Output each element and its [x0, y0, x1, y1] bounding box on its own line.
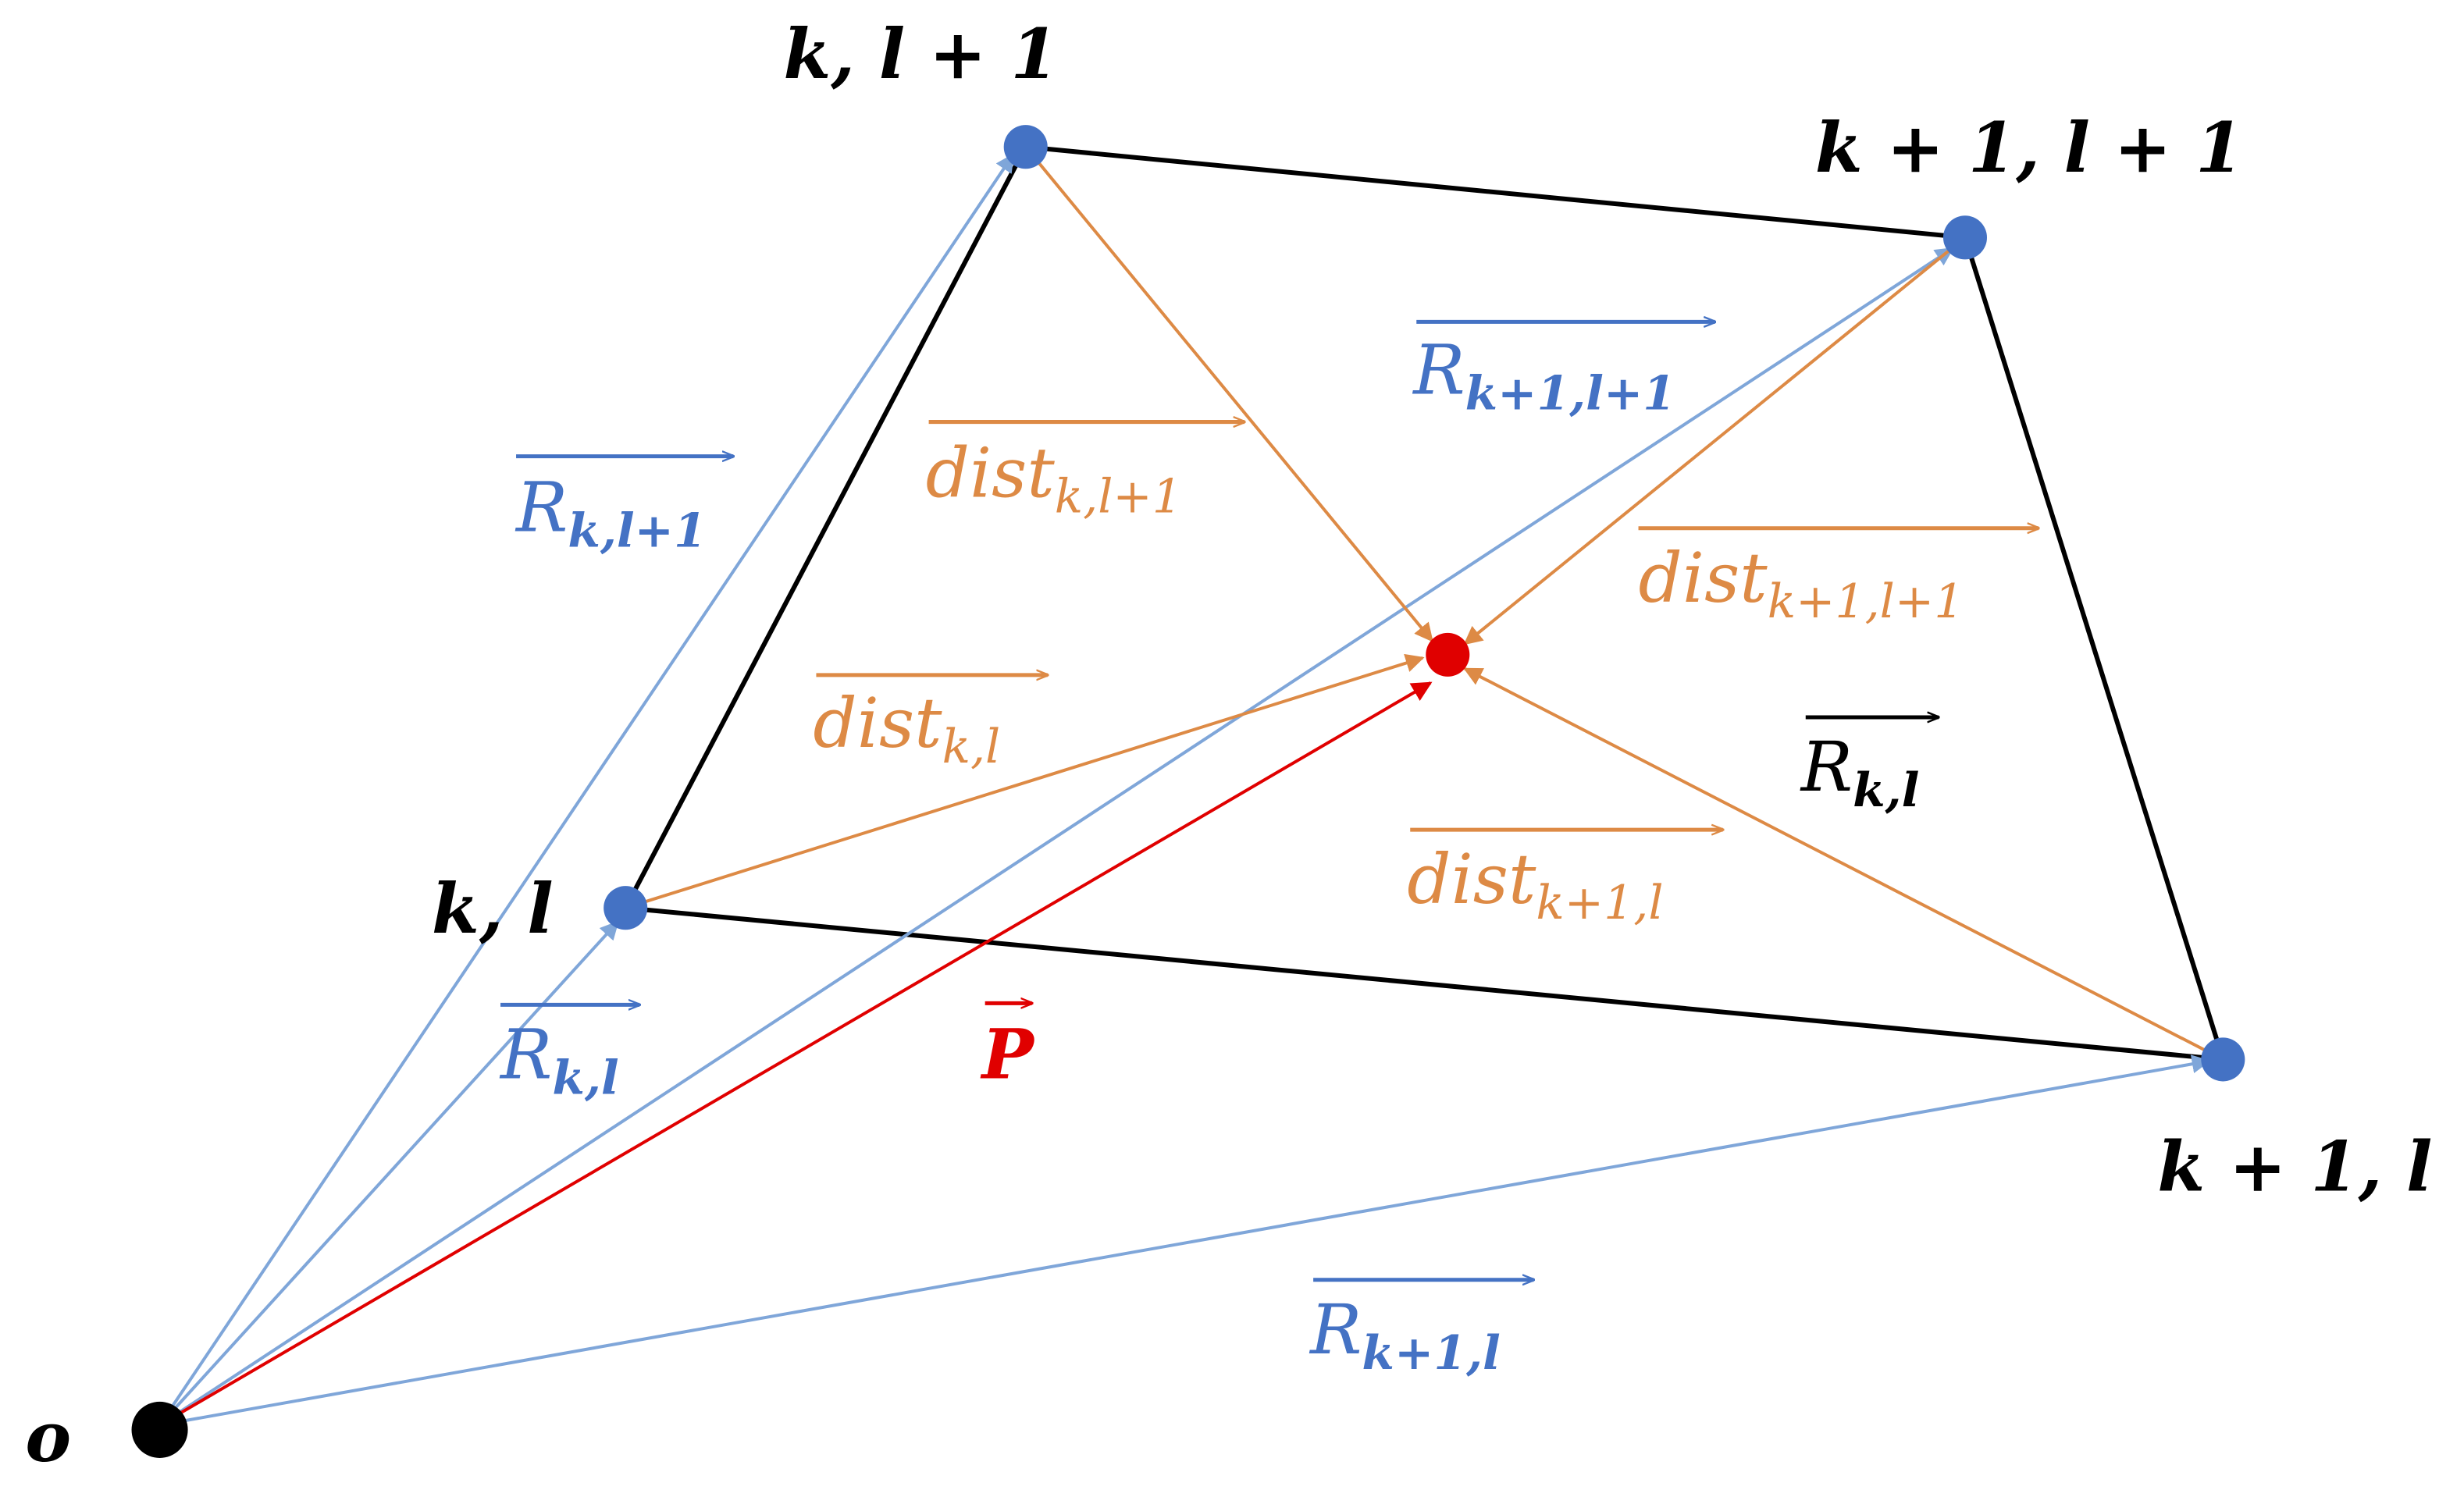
edge-kl-to-k1l: [625, 905, 2224, 1062]
svg-text:Rk+1,l+1: Rk+1,l+1: [1412, 330, 1675, 421]
distance-vectors: [625, 145, 2224, 1061]
corner-label-kl1: k, l + 1: [783, 13, 1058, 94]
position-vectors: [158, 153, 2211, 1427]
label-R-kl-blue-base: R: [499, 1014, 552, 1094]
vector-dist-kl1: [1024, 145, 1433, 642]
label-P-base: P: [980, 1013, 1036, 1094]
corner-label-k1l: k + 1, l: [2157, 1126, 2432, 1207]
label-dist-k1l: distk+1,l: [1407, 830, 1722, 930]
corner-label-kl: k, l: [432, 868, 554, 949]
vector-labels: Rk,l+1 Rk+1,l+1 Rk,l Rk,l: [499, 322, 2039, 1381]
edge-kl-to-kl1: [623, 145, 1028, 909]
label-R-k1l1-sub: k+1,l+1: [1465, 367, 1676, 421]
svg-text:Rk,l: Rk,l: [1800, 727, 1920, 818]
label-dist-k1l-sub: k+1,l: [1536, 876, 1663, 930]
svg-text:Rk+1,l: Rk+1,l: [1309, 1289, 1501, 1381]
vector-dist-kl: [625, 653, 1425, 910]
svg-text:distk+1,l+1: distk+1,l+1: [1639, 538, 1964, 629]
svg-text:Rk,l+1: Rk,l+1: [515, 468, 707, 559]
points: [131, 125, 2245, 1458]
label-R-kl1-base: R: [515, 468, 568, 548]
label-dist-kl1: distk,l+1: [926, 422, 1244, 524]
label-R-kl-black-sub: k,l: [1853, 763, 1919, 818]
grid-point-k1l1: [1942, 215, 1988, 260]
label-R-kl1: Rk,l+1: [515, 457, 733, 559]
quadrilateral-edges: [623, 144, 2226, 1062]
vector-P: [158, 681, 1433, 1427]
svg-text:distk+1,l: distk+1,l: [1407, 839, 1663, 930]
label-dist-kl1-base: dist: [926, 433, 1056, 514]
origin-label: o: [25, 1396, 71, 1477]
vector-R-kl1: [158, 153, 1015, 1427]
svg-text:distk,l: distk,l: [813, 683, 1000, 774]
label-R-kl-black: Rk,l: [1800, 717, 1939, 818]
label-dist-kl: distk,l: [813, 675, 1047, 774]
vector-dist-k1l1: [1463, 236, 1967, 645]
label-dist-kl-base: dist: [813, 683, 942, 763]
label-R-k1l: Rk+1,l: [1309, 1280, 1533, 1381]
label-R-kl-blue: Rk,l: [499, 1005, 639, 1105]
label-P: P: [980, 1003, 1036, 1094]
label-dist-k1l-base: dist: [1407, 839, 1536, 919]
label-dist-kl1-sub: k,l+1: [1055, 470, 1182, 524]
svg-text:distk,l+1: distk,l+1: [926, 433, 1182, 524]
vector-R-k1l: [159, 1054, 2211, 1427]
label-R-k1l-base: R: [1309, 1289, 1362, 1370]
vector-R-k1l1: [158, 247, 1954, 1427]
label-dist-k1l1-sub: k+1,l+1: [1768, 574, 1964, 629]
label-R-k1l-sub: k+1,l: [1362, 1326, 1500, 1381]
corner-label-k1l1: k + 1, l + 1: [1815, 107, 2244, 188]
label-dist-k1l1: distk+1,l+1: [1639, 528, 2039, 629]
corner-labels: k, l + 1 k + 1, l + 1 k, l k + 1, l o: [25, 13, 2432, 1477]
edge-k1l1-to-k1l: [1963, 236, 2226, 1061]
label-dist-kl-sub: k,l: [942, 720, 1001, 774]
vector-dist-k1l: [1463, 667, 2224, 1061]
grid-point-kl1: [1003, 125, 1048, 169]
grid-point-k1l: [2201, 1037, 2245, 1082]
label-R-k1l1-base: R: [1412, 330, 1465, 411]
label-R-kl1-sub: k,l+1: [568, 504, 706, 559]
label-R-kl-blue-sub: k,l: [552, 1051, 618, 1105]
label-R-k1l1: Rk+1,l+1: [1412, 322, 1714, 421]
target-point: [1426, 632, 1470, 677]
label-dist-k1l1-base: dist: [1639, 538, 1768, 618]
label-R-kl-black-base: R: [1800, 727, 1853, 807]
grid-point-kl: [604, 886, 648, 930]
origin-point: [131, 1401, 188, 1458]
vector-R-kl: [158, 920, 619, 1427]
edge-kl1-to-k1l1: [1025, 144, 1966, 240]
svg-text:Rk,l: Rk,l: [499, 1014, 619, 1105]
